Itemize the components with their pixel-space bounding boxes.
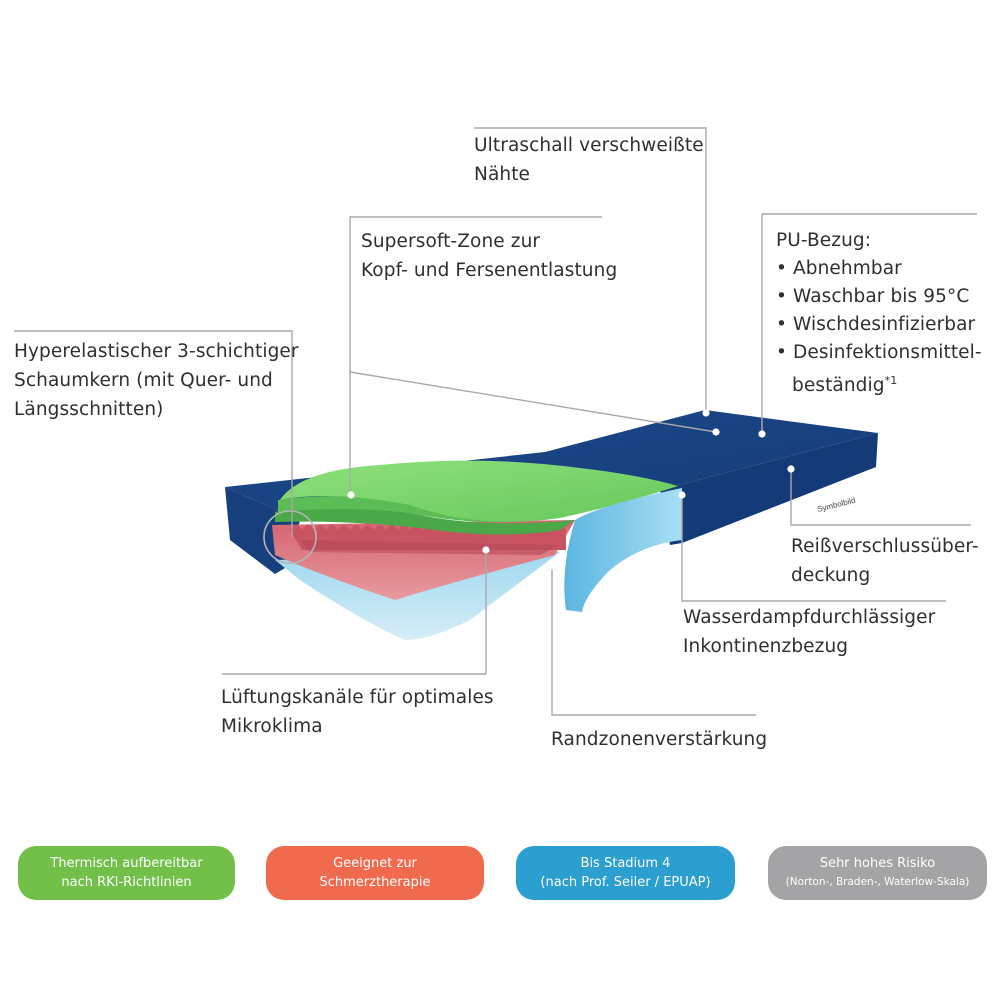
label-randzone: Randzonenverstärkung bbox=[551, 729, 768, 750]
leader-lueftung bbox=[222, 550, 487, 675]
leader-reiss bbox=[790, 470, 971, 526]
label-reissverschluss: Reißverschlussüber- deckung bbox=[791, 536, 979, 586]
label-lueftung: Lüftungskanäle für optimales Mikroklima bbox=[221, 687, 494, 737]
badge-risiko: Sehr hohes Risiko (Norton-, Braden-, Wat… bbox=[768, 846, 987, 900]
pu-title: PU-Bezug: bbox=[776, 230, 872, 251]
ridge-shadow bbox=[300, 540, 560, 555]
leader-hyper bbox=[14, 330, 293, 537]
pu-item-cont: beständig*1 bbox=[792, 374, 898, 397]
label-ultraschall: Ultraschall verschweißte Nähte bbox=[474, 135, 704, 185]
detail-circle bbox=[263, 510, 317, 564]
leader-pu bbox=[761, 213, 977, 434]
dot-pu bbox=[758, 430, 766, 438]
dot-ultraschall bbox=[702, 409, 710, 417]
label-supersoft: Supersoft-Zone zur Kopf- und Fersenentla… bbox=[361, 231, 618, 281]
pu-item: • Desinfektionsmittel- bbox=[776, 342, 982, 363]
green-layer-3 bbox=[275, 507, 575, 535]
leader-supersoft bbox=[349, 216, 602, 495]
pu-item: • Abnehmbar bbox=[776, 258, 902, 279]
leader-ultraschall bbox=[474, 127, 707, 413]
symbolbild-tag: Symbolbild bbox=[816, 496, 856, 514]
cover-front-face bbox=[660, 433, 878, 545]
leader-wasser bbox=[681, 495, 946, 602]
inkontinenz-flap bbox=[564, 488, 682, 612]
label-hyperelastisch: Hyperelastischer 3-schichtiger Schaumker… bbox=[14, 341, 299, 420]
badge-stadium: Bis Stadium 4 (nach Prof. Seiler / EPUAP… bbox=[516, 846, 735, 900]
badge-thermisch: Thermisch aufbereitbar nach RKI-Richtlin… bbox=[18, 846, 235, 900]
dot-lueftung bbox=[482, 546, 490, 554]
label-wasserdampf: Wasserdampfdurchlässiger Inkontinenzbezu… bbox=[683, 607, 936, 657]
badge-schmerztherapie: Geeignet zur Schmerztherapie bbox=[266, 846, 484, 900]
leader-supersoft-2 bbox=[349, 371, 717, 433]
dot-randzone bbox=[548, 562, 556, 570]
leader-randzone bbox=[551, 566, 756, 716]
dot-reiss bbox=[787, 465, 795, 473]
supersoft-zone bbox=[280, 460, 678, 522]
dot-supersoft-line bbox=[712, 428, 720, 436]
label-pu-bezug: PU-Bezug: • Abnehmbar • Waschbar bis 95°… bbox=[776, 227, 982, 400]
pu-item: • Waschbar bis 95°C bbox=[776, 286, 970, 307]
dot-wasser bbox=[678, 491, 686, 499]
pu-item: • Wischdesinfizierbar bbox=[776, 314, 976, 335]
dot-supersoft bbox=[347, 491, 355, 499]
